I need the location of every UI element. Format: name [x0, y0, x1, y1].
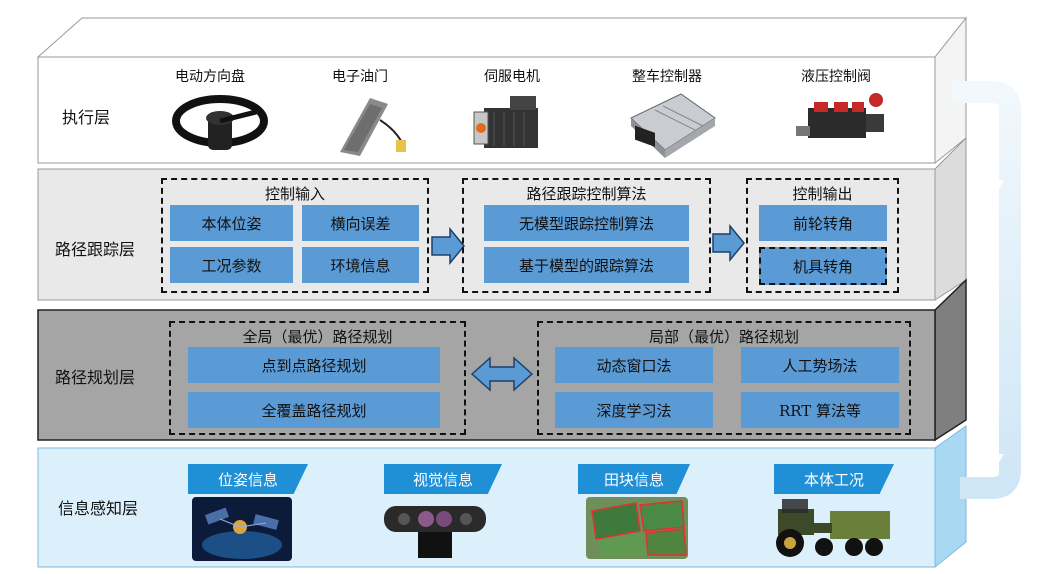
tag-visual-info: 视觉信息: [384, 464, 502, 494]
control-input-title: 控制输入: [264, 185, 325, 203]
tag-vehicle-condition: 本体工况: [774, 464, 894, 494]
device-label-hydraulic-valve: 液压控制阀: [801, 69, 871, 85]
global-planning-group: 全局（最优）路径规划: [169, 321, 466, 435]
arrow-global-local: [470, 356, 534, 392]
layer-label-execution: 执行层: [62, 108, 111, 127]
input-box-condition-params: 工况参数: [170, 247, 293, 283]
feedback-arrow: [952, 81, 1021, 499]
arrow-input-to-algo: [431, 226, 465, 266]
layer-label-perception: 信息感知层: [58, 499, 139, 518]
input-box-environment: 环境信息: [302, 247, 419, 283]
local-planning-title: 局部（最优）路径规划: [648, 328, 799, 346]
global-planning-title: 全局（最优）路径规划: [242, 328, 393, 346]
control-input-group: 控制输入: [161, 178, 429, 293]
layer-label-planning: 路径规划层: [55, 368, 136, 387]
local-box-deep-learning: 深度学习法: [555, 392, 713, 428]
tracking-algo-title: 路径跟踪控制算法: [526, 185, 647, 203]
global-box-full-coverage: 全覆盖路径规划: [188, 392, 440, 428]
algo-box-model-free: 无模型跟踪控制算法: [484, 205, 689, 241]
tag-pose-info: 位姿信息: [188, 464, 308, 494]
tracking-algo-group: 路径跟踪控制算法: [462, 178, 711, 293]
field-map-icon: [586, 497, 688, 559]
tractor-icon: [776, 499, 890, 557]
tag-field-info: 田块信息: [578, 464, 690, 494]
vehicle-controller-icon: [630, 93, 716, 158]
local-planning-group: 局部（最优）路径规划: [537, 321, 911, 435]
local-box-potential-field: 人工势场法: [741, 347, 899, 383]
control-output-group: 控制输出: [746, 178, 899, 293]
input-box-lateral-error: 横向误差: [302, 205, 419, 241]
output-box-implement-angle: 机具转角: [759, 247, 887, 285]
local-box-dynamic-window: 动态窗口法: [555, 347, 713, 383]
global-box-point-to-point: 点到点路径规划: [188, 347, 440, 383]
device-label-servo-motor: 伺服电机: [484, 69, 540, 85]
layer-label-tracking: 路径跟踪层: [55, 240, 136, 259]
throttle-pedal-icon: [340, 98, 406, 156]
device-label-vcu: 整车控制器: [632, 69, 702, 85]
output-box-front-wheel-angle: 前轮转角: [759, 205, 887, 241]
algo-box-model-based: 基于模型的跟踪算法: [484, 247, 689, 283]
satellite-icon: [192, 497, 292, 561]
local-box-rrt: RRT 算法等: [741, 392, 899, 428]
control-output-title: 控制输出: [792, 185, 853, 203]
steering-wheel-icon: [172, 95, 268, 150]
device-label-throttle: 电子油门: [332, 69, 388, 85]
arrow-algo-to-output: [712, 223, 745, 263]
camera-icon: [384, 506, 486, 558]
input-box-pose: 本体位姿: [170, 205, 293, 241]
device-label-steering-wheel: 电动方向盘: [175, 69, 245, 85]
hydraulic-valve-icon: [796, 93, 884, 138]
servo-motor-icon: [473, 96, 538, 148]
